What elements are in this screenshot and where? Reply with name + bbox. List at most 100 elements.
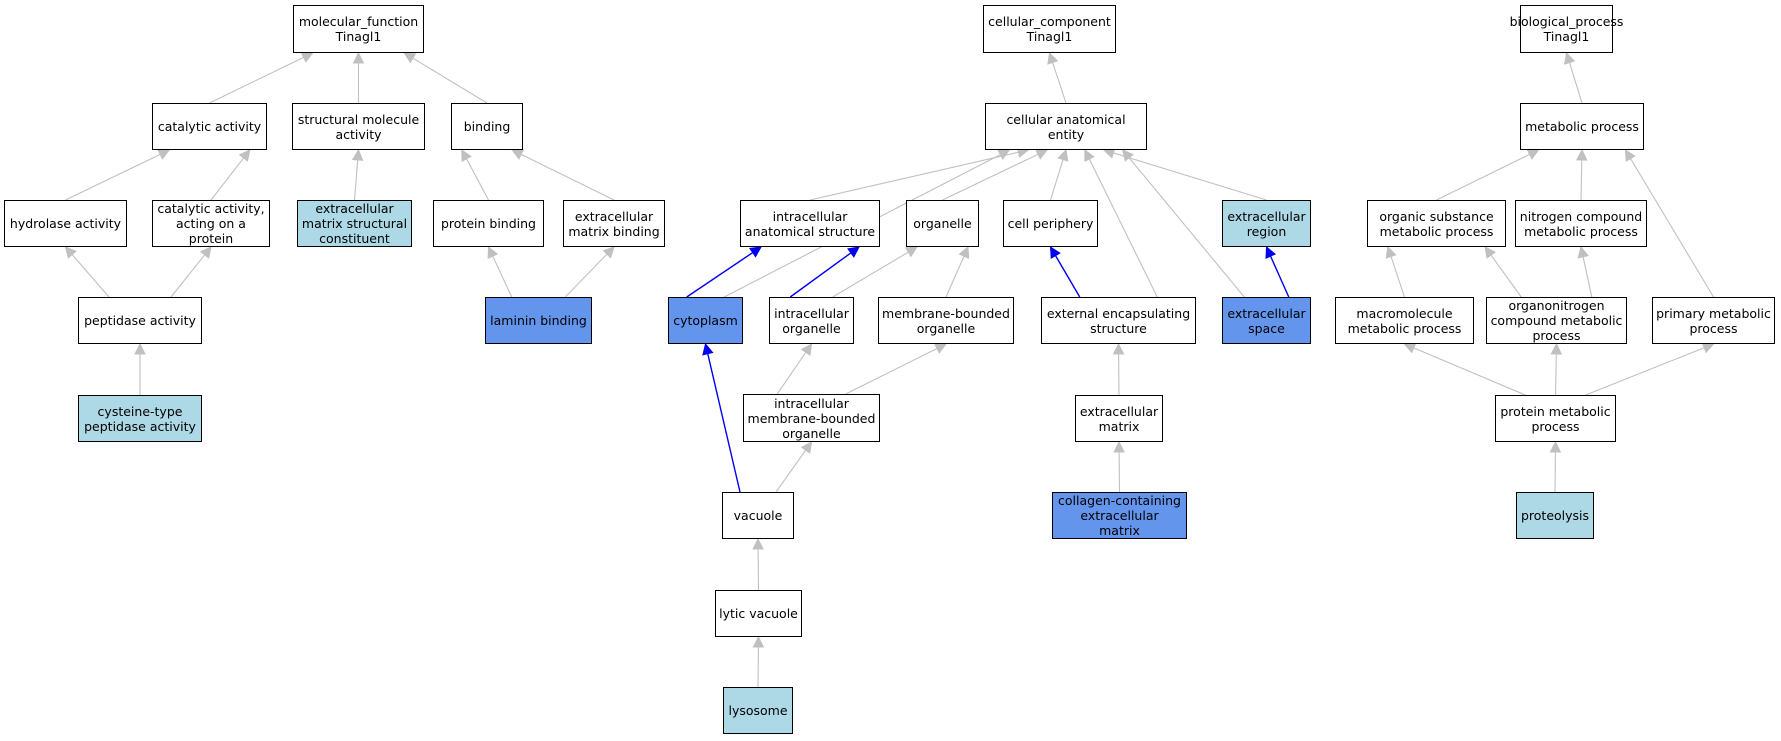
edge-pep-to-catp [170,254,206,298]
edge-arrowhead-lvac-to-vac [752,537,764,550]
edge-ecsp-to-ecreg [1269,255,1290,298]
edge-cyto-to-ias [686,252,754,298]
edge-prmp-to-macmp [1413,347,1526,396]
node-prmp: protein metabolic process [1495,395,1616,442]
node-cper: cell periphery [1003,200,1098,247]
edge-arrowhead-pmp-to-met [1624,149,1636,162]
edge-arrowhead-iorg-to-org [904,246,918,258]
node-lys: lysosome [723,687,793,734]
edge-arrowhead-cyto-to-cae [997,149,1011,160]
edge-arrowhead-lam-to-ecmb [602,246,615,259]
edge-ecreg-to-cae [1113,152,1267,201]
edge-imbo-to-mbo [845,347,938,395]
edge-pbind-to-bind [466,158,489,201]
edge-arrowhead-cys-to-pep [134,342,146,355]
edge-arrowhead-ees-to-cae [1084,148,1095,162]
node-ecsp: extracellular space [1222,297,1311,344]
edge-arrowhead-ecm-to-ees [1112,342,1125,355]
node-cys: cysteine-type peptidase activity [78,395,202,442]
edge-lam-to-ecmb [564,253,608,298]
edge-arrowhead-cyto-to-ias [749,246,762,258]
edge-arrowhead-oncmp-to-osmp [1484,246,1497,259]
edge-arrowhead-oncmp-to-ncmp [1577,245,1589,259]
edge-bind-to-mf [412,57,488,104]
edge-pmp-to-met [1630,158,1714,298]
edge-arrowhead-ncmp-to-met [1575,148,1588,161]
edge-arrowhead-ecmsc-to-smact [351,148,364,161]
edge-oncmp-to-osmp [1490,254,1522,298]
node-ecmb: extracellular matrix binding [563,200,665,247]
edge-arrowhead-cecm-to-ecm [1113,440,1125,453]
node-hyd: hydrolase activity [4,200,127,247]
edge-arrowhead-catp-to-cat [238,149,251,162]
edge-arrowhead-ecsp-to-ecreg [1265,245,1277,259]
node-pep: peptidase activity [78,297,202,344]
node-ecreg: extracellular region [1222,200,1311,247]
edge-osmp-to-met [1436,153,1530,201]
edge-iorg-to-org [832,251,909,298]
edge-hyd-to-cat [65,153,161,201]
edge-arrowhead-imbo-to-iorg [800,343,813,356]
edge-oncmp-to-ncmp [1582,256,1593,298]
edge-cat-to-mf [209,56,304,104]
edge-ees-to-cper [1054,255,1081,298]
edge-cper-to-cae [1049,159,1064,201]
edge-arrowhead-macmp-to-osmp [1385,245,1397,259]
edge-met-to-bp [1568,62,1583,104]
node-pbind: protein binding [433,200,544,247]
edge-arrowhead-lam-to-pbind [487,245,499,259]
edge-pep-to-hyd [71,254,110,298]
node-ncmp: nitrogen compound metabolic process [1515,200,1647,247]
edge-ecsp-to-cae [1128,157,1245,298]
node-lam: laminin binding [485,297,592,344]
edge-arrowhead-cper-to-cae [1057,148,1069,162]
node-cae: cellular anatomical entity [985,103,1147,150]
node-catp: catalytic activity, acting on a protein [152,200,270,247]
edge-ecmsc-to-smact [353,159,359,201]
node-macmp: macromolecule metabolic process [1335,297,1474,344]
node-cc: cellular_component Tinagl1 [983,5,1116,53]
edge-arrowhead-cae-to-cc [1047,51,1059,65]
node-lvac: lytic vacuole [715,590,802,637]
node-bp: biological_process Tinagl1 [1510,5,1623,53]
edge-org-to-cae [942,153,1039,201]
node-org: organelle [906,200,979,247]
edge-arrowhead-bind-to-mf [403,52,417,64]
edge-ecmb-to-bind [520,153,615,201]
node-mf: molecular_function Tinagl1 [293,5,424,53]
edge-lam-to-pbind [492,255,513,298]
edge-prmp-to-oncmp [1554,353,1557,396]
node-oncmp: organonitrogen compound metabolic proces… [1486,297,1627,344]
node-imbo: intracellular membrane-bounded organelle [743,394,880,442]
edge-iorg-to-ias [789,252,852,298]
edge-arrowhead-smact-to-mf [352,51,365,64]
edge-arrowhead-mbo-to-org [958,245,970,259]
edge-arrowhead-ecsp-to-cae [1121,149,1134,162]
edge-arrowhead-prot-to-prmp [1549,440,1562,453]
edge-vac-to-cyto [707,353,741,493]
node-cyto: cytoplasm [668,297,743,344]
edge-arrowhead-vac-to-cyto [702,342,714,356]
edge-arrowhead-ees-to-cper [1049,246,1061,259]
edge-macmp-to-osmp [1390,256,1406,298]
node-ias: intracellular anatomical structure [740,200,880,247]
edge-ees-to-cae [1088,158,1158,298]
node-osmp: organic substance metabolic process [1367,200,1506,247]
edge-prmp-to-pmp [1585,347,1705,396]
node-cat: catalytic activity [152,103,267,150]
edge-ias-to-cae [809,151,1019,201]
edge-mbo-to-org [945,255,965,298]
edge-arrowhead-pep-to-hyd [64,246,77,259]
edge-arrowhead-prmp-to-oncmp [1550,342,1563,355]
node-ees: external encapsulating structure [1041,297,1196,344]
node-mbo: membrane-bounded organelle [878,297,1014,344]
edge-catp-to-cat [210,157,245,201]
node-pmp: primary metabolic process [1652,297,1775,344]
node-smact: structural molecule activity [292,103,425,150]
node-met: metabolic process [1520,103,1644,150]
edge-arrowhead-lys-to-lvac [752,635,765,648]
node-prot: proteolysis [1516,492,1594,539]
node-ecmsc: extracellular matrix structural constitu… [297,200,412,247]
edge-arrowhead-vac-to-imbo [800,441,813,454]
